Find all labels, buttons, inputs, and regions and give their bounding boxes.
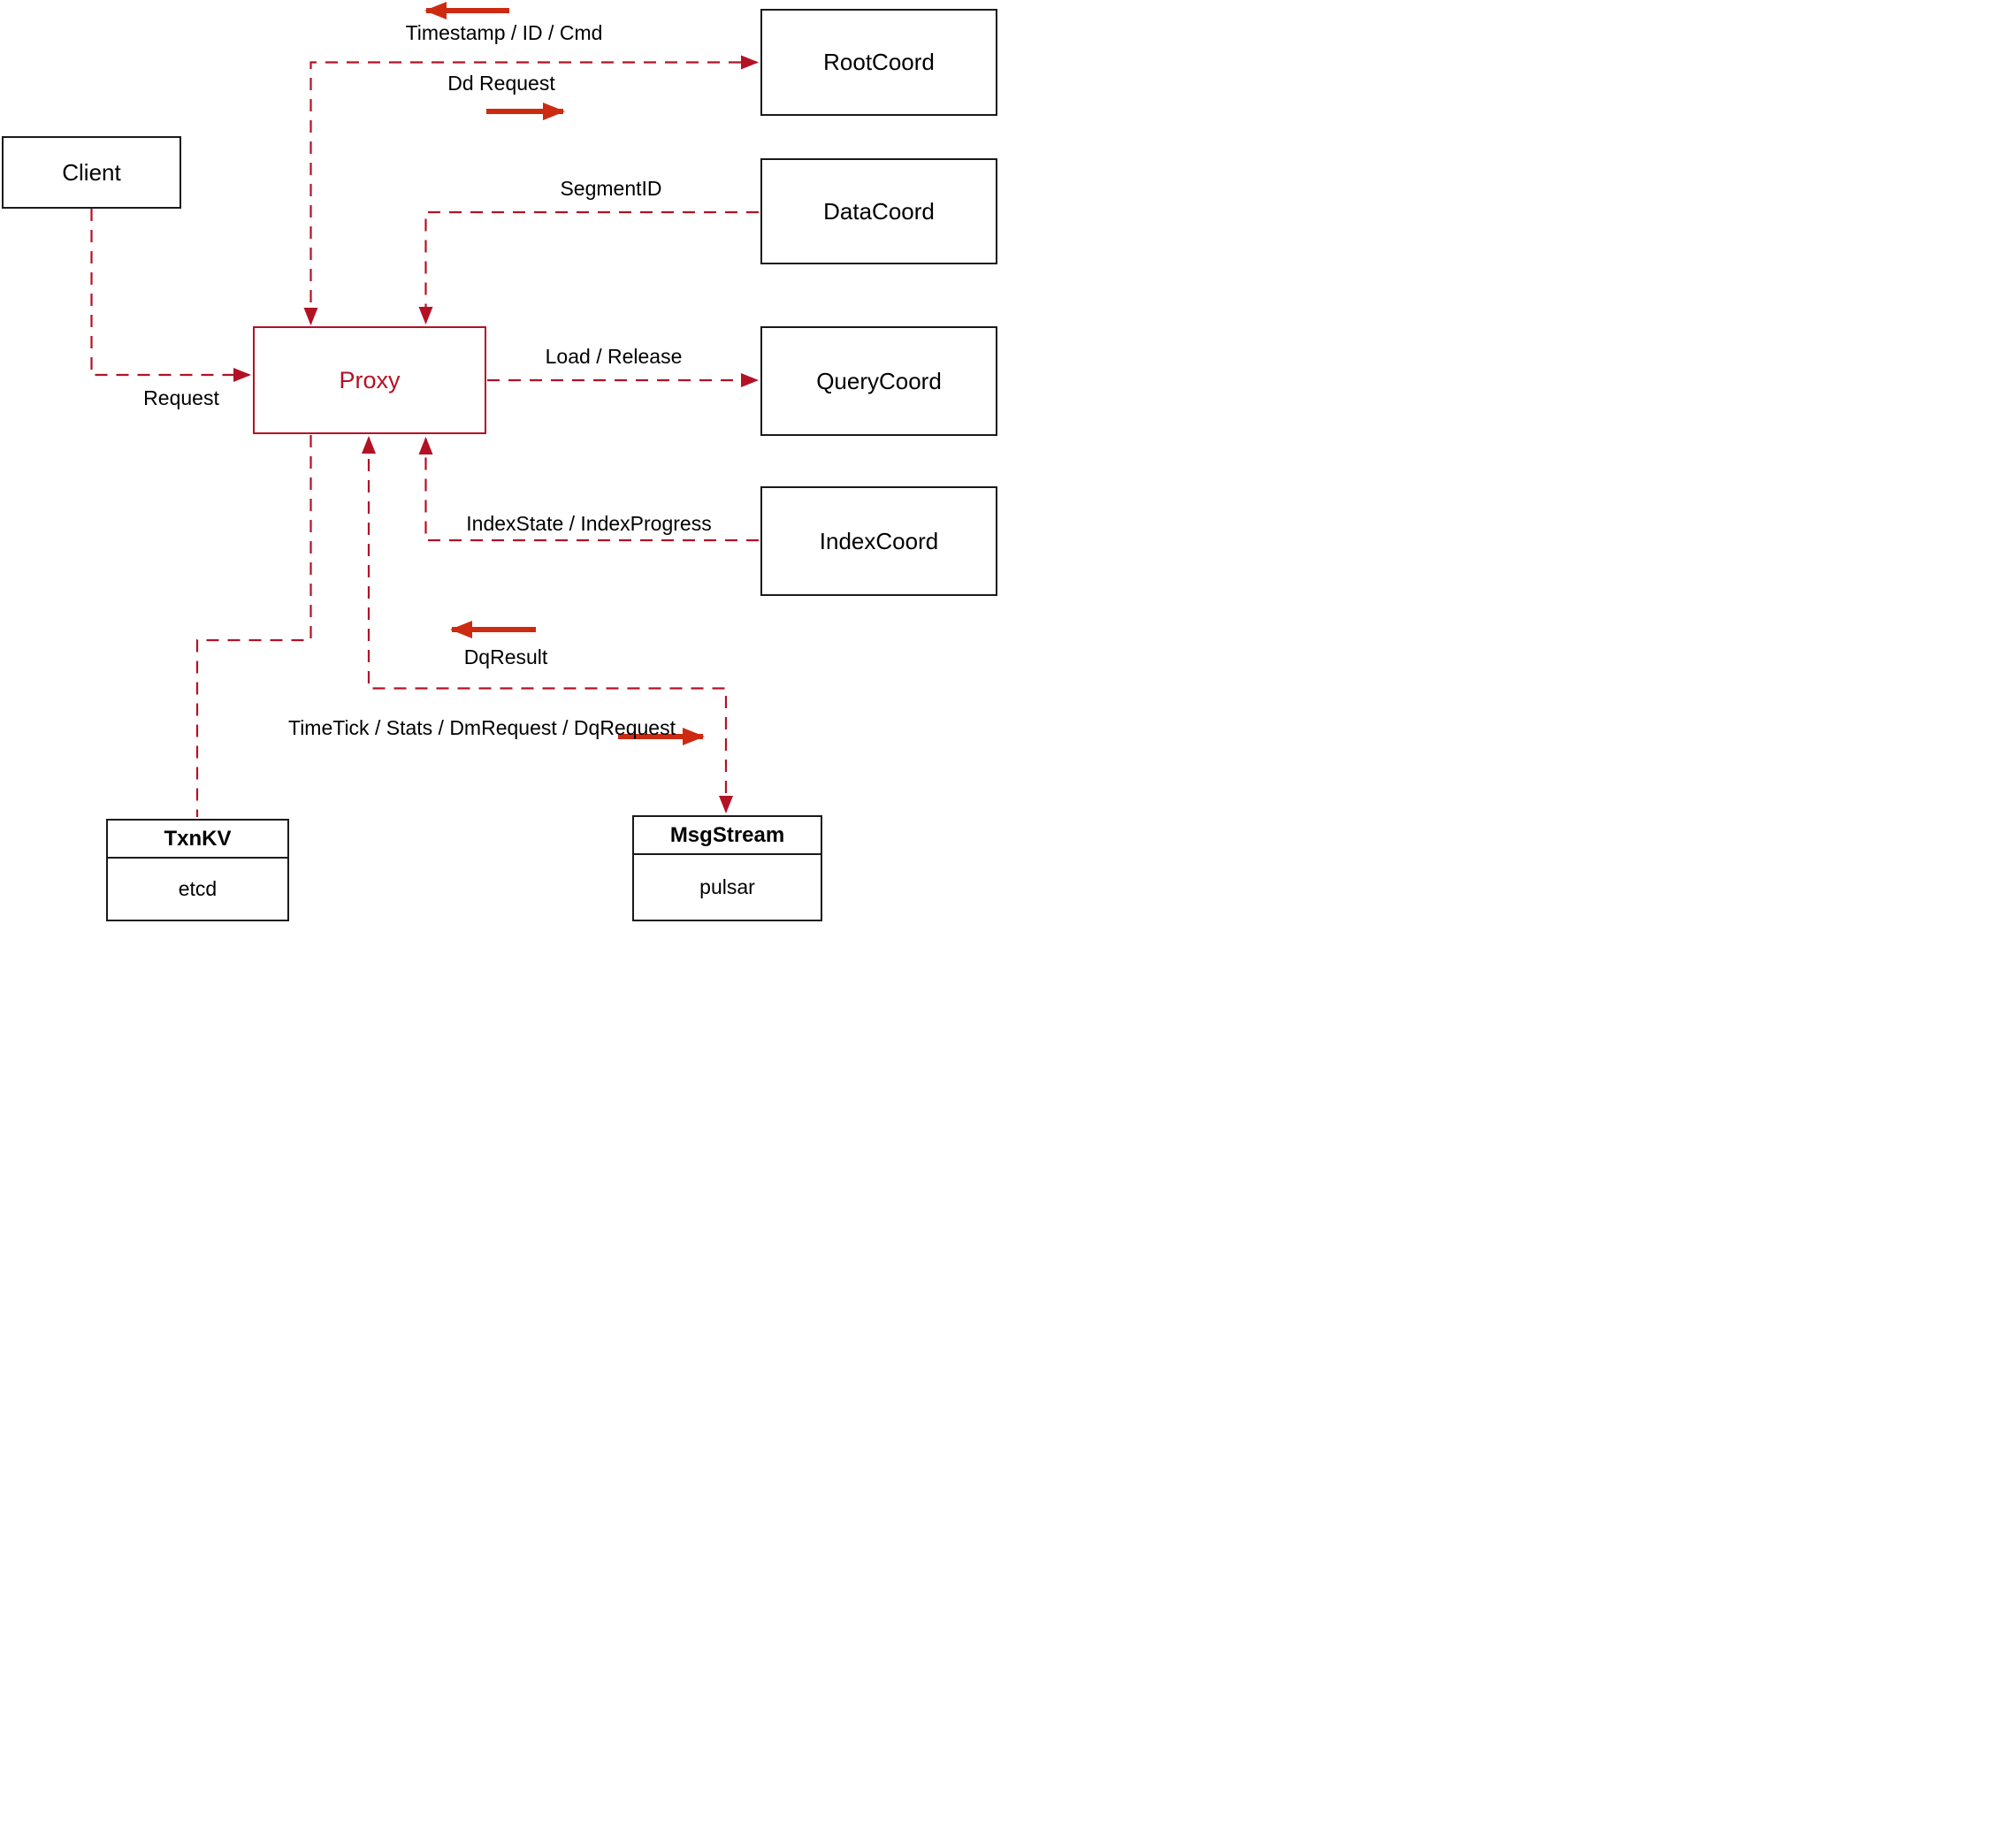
node-proxy-label: Proxy [339,366,401,393]
node-txnkv: TxnKV etcd [106,819,289,921]
edge-label-time-tick: TimeTick / Stats / DmRequest / DqRequest [288,716,676,739]
edge-proxy-to-txnkv [195,435,312,817]
node-msgstream: MsgStream pulsar [632,815,822,921]
node-querycoord-label: QueryCoord [816,367,942,394]
edge-label-timestamp-id-cmd: Timestamp / ID / Cmd [405,21,603,44]
node-txnkv-sublabel: etcd [178,877,218,900]
edge-datacoord-to-proxy [418,210,759,325]
node-txnkv-title: TxnKV [108,821,287,859]
edge-label-dd-request: Dd Request [447,72,555,95]
edge-label-index-state: IndexState / IndexProgress [466,512,712,535]
architecture-diagram: Client Proxy RootCoord DataCoord QueryCo… [0,0,1004,924]
diagram-wires-layer [90,1,759,817]
edge-label-request: Request [143,386,219,409]
node-rootcoord: RootCoord [760,9,997,116]
node-indexcoord-label: IndexCoord [819,527,939,554]
edge-proxy-msgstream [362,436,733,813]
node-indexcoord: IndexCoord [760,486,997,596]
node-querycoord: QueryCoord [760,326,997,436]
edge-proxy-rootcoord [303,55,759,325]
edge-label-dq-result: DqResult [463,645,548,668]
edge-client-to-proxy [90,209,251,382]
node-client-label: Client [62,158,121,186]
node-proxy: Proxy [253,326,486,434]
node-datacoord-label: DataCoord [823,197,935,225]
node-client: Client [2,136,181,209]
edge-label-load-release: Load / Release [545,345,683,368]
node-rootcoord-label: RootCoord [823,49,935,75]
node-datacoord: DataCoord [760,158,997,264]
edge-label-segment-id: SegmentID [560,177,662,200]
node-msgstream-title: MsgStream [634,817,821,855]
node-msgstream-sublabel: pulsar [699,875,755,898]
